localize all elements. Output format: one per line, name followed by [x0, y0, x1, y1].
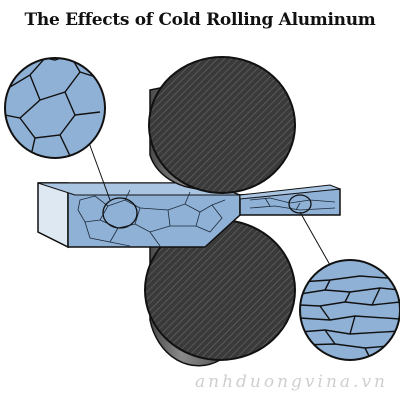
- connector-line: [299, 211, 331, 266]
- watermark-text: anhduongvina.vn: [194, 372, 388, 392]
- aluminum-strip: [37, 182, 341, 249]
- page-title: The Effects of Cold Rolling Aluminum: [24, 10, 376, 30]
- grain-detail-after-rolling: [299, 259, 400, 361]
- top-roller: [148, 56, 296, 194]
- bottom-roller: [144, 219, 296, 367]
- connector-line: [87, 139, 111, 201]
- grain-detail-before-rolling: [4, 57, 106, 159]
